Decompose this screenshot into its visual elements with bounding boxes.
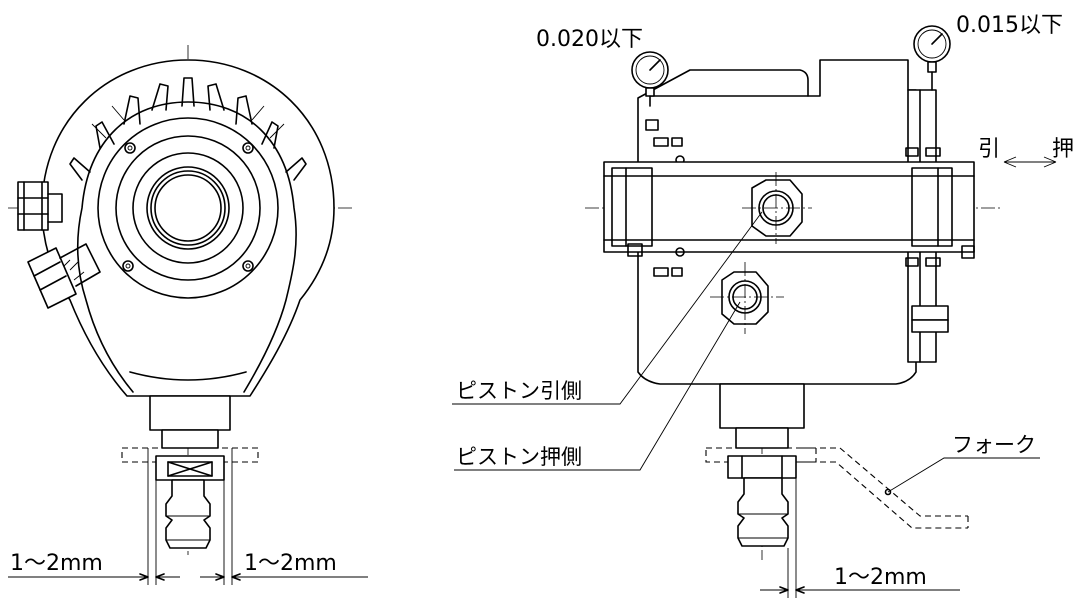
piston-pull-leader bbox=[452, 211, 763, 405]
hub-ring-5 bbox=[150, 170, 226, 246]
piston-pull-label: ピストン引側 bbox=[456, 379, 582, 403]
lower-seals bbox=[653, 247, 941, 277]
hub-ring-outer bbox=[97, 117, 279, 299]
front-collar bbox=[161, 429, 219, 449]
dial-gauge-left bbox=[631, 51, 669, 107]
hub-ring-2 bbox=[115, 135, 261, 281]
piston-push-leader bbox=[454, 301, 741, 471]
side-hose-barb bbox=[737, 477, 789, 547]
piston-push-label: ピストン押側 bbox=[456, 445, 582, 469]
hub-ring-3 bbox=[132, 152, 244, 264]
front-nut-cross bbox=[167, 461, 213, 477]
cooling-fins bbox=[69, 77, 307, 181]
pull-push-arrow bbox=[1003, 156, 1057, 168]
front-housing-inner bbox=[76, 101, 297, 393]
piston-push-port bbox=[710, 262, 784, 334]
gauge-left-label: 0.020以下 bbox=[536, 27, 643, 52]
front-neck bbox=[149, 395, 231, 431]
gap-label-left: 1～2mm bbox=[10, 551, 103, 576]
gap-label-right: 1～2mm bbox=[834, 565, 927, 590]
piston-pull-port bbox=[742, 172, 812, 244]
piston-right-cap bbox=[911, 167, 953, 247]
side-collar bbox=[735, 427, 789, 449]
side-neck bbox=[719, 383, 805, 429]
front-hose-barb bbox=[165, 479, 211, 549]
hub-ring-6 bbox=[154, 174, 222, 242]
side-gap-dimension bbox=[760, 462, 960, 598]
side-nut bbox=[727, 455, 797, 479]
side-view: フォーク 1～2mm ピストン引側 ピストン押側 0.020以下 bbox=[452, 13, 1074, 598]
front-view: 1～2mm 1～2mm bbox=[8, 45, 368, 585]
piston-left-cap bbox=[611, 167, 653, 247]
side-fork-base-dashed bbox=[705, 447, 817, 463]
front-lower-band bbox=[129, 371, 247, 381]
push-label: 押 bbox=[1052, 137, 1074, 162]
gauge-right-label: 0.015以下 bbox=[956, 13, 1063, 38]
side-port-lower bbox=[27, 243, 101, 309]
side-port-upper bbox=[17, 181, 63, 231]
front-fork-dashed bbox=[121, 447, 259, 463]
dial-gauge-right bbox=[913, 25, 951, 91]
front-gap-dimension bbox=[8, 448, 368, 585]
front-housing-outline bbox=[41, 59, 335, 397]
fork-leader bbox=[887, 457, 1040, 493]
fork-arm bbox=[800, 447, 968, 529]
gap-label-mid: 1～2mm bbox=[244, 551, 337, 576]
pull-label: 引 bbox=[978, 137, 1000, 162]
hub-ring-4 bbox=[146, 166, 230, 250]
fork-label: フォーク bbox=[952, 433, 1036, 457]
hub-bolts bbox=[122, 142, 254, 272]
fork-leader-dot bbox=[884, 488, 892, 496]
